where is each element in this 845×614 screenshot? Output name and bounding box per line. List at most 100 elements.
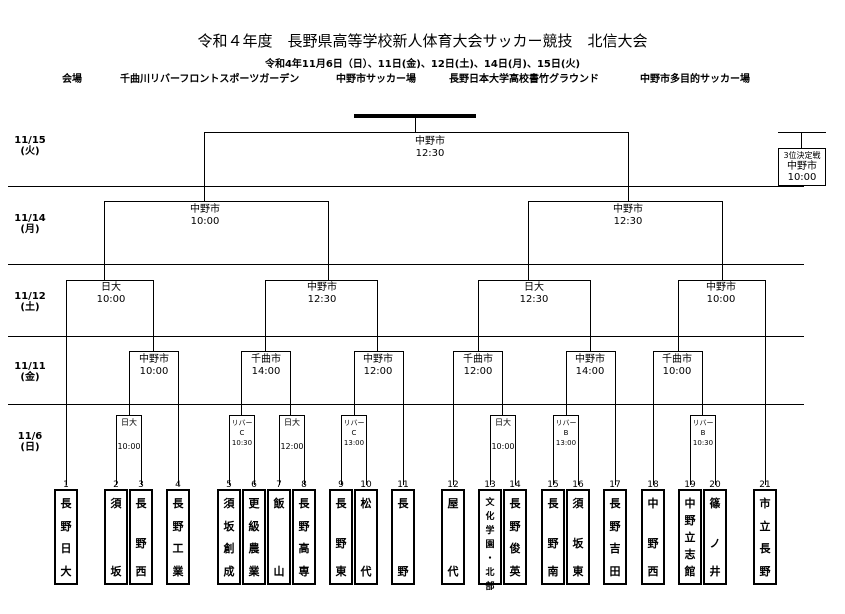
team-box: 松代 <box>354 489 378 585</box>
seed-number: 2 <box>113 480 119 490</box>
bracket-line <box>478 280 591 281</box>
bracket-line <box>290 351 291 416</box>
seed-number: 11 <box>397 480 409 490</box>
event-dates: 令和4年11月6日（日）、11日(金)、12日(土)、14日(月)、15日(火) <box>264 59 581 70</box>
bracket-line <box>715 415 716 485</box>
bracket-line <box>778 132 826 133</box>
bracket-line <box>141 415 142 485</box>
team-box: 長野日大 <box>54 489 78 585</box>
seed-number: 4 <box>175 480 181 490</box>
seed-number: 14 <box>509 480 521 490</box>
round-label-round2: 11/11(金) <box>14 361 46 383</box>
seed-number: 9 <box>338 480 344 490</box>
team-box: 飯山 <box>267 489 291 585</box>
row-divider <box>8 186 804 187</box>
team-box: 長野東 <box>329 489 353 585</box>
bracket-line <box>453 351 503 352</box>
team-box: 須坂創成 <box>217 489 241 585</box>
venue-3: 長野日本大学高校書竹グラウンド <box>449 74 599 85</box>
bracket-line <box>653 351 654 485</box>
bracket-line <box>304 415 305 485</box>
bracket-line <box>116 415 142 416</box>
bracket-line <box>377 280 378 352</box>
bracket-line <box>116 415 117 485</box>
bracket-line <box>229 415 255 416</box>
bracket-line <box>241 351 242 416</box>
team-box: 須坂 <box>104 489 128 585</box>
team-box: 長野西 <box>129 489 153 585</box>
bracket-line <box>566 351 616 352</box>
team-box: 中野立志館 <box>678 489 702 585</box>
seed-number: 15 <box>547 480 559 490</box>
bracket-line <box>678 280 679 352</box>
bracket-line <box>590 280 591 352</box>
team-box: 屋代 <box>441 489 465 585</box>
seed-number: 16 <box>572 480 584 490</box>
bracket-line <box>403 351 404 485</box>
bracket-line <box>229 415 230 485</box>
bracket-line <box>702 351 703 416</box>
bracket-line <box>66 280 67 485</box>
team-box: 篠ノ井 <box>703 489 727 585</box>
bracket-line <box>578 415 579 485</box>
third-place-match: 3位決定戦 中野市 10:00 <box>778 148 826 186</box>
seed-number: 7 <box>276 480 282 490</box>
bracket-line <box>490 415 516 416</box>
seed-number: 21 <box>759 480 771 490</box>
bracket-line <box>341 415 342 485</box>
team-box: 長野高専 <box>292 489 316 585</box>
bracket-line <box>765 280 766 485</box>
bracket-line <box>478 280 479 352</box>
bracket-line <box>178 351 179 485</box>
team-box: 更級農業 <box>242 489 266 585</box>
seed-number: 19 <box>684 480 696 490</box>
team-box: 長野吉田 <box>603 489 627 585</box>
seed-number: 1 <box>63 480 69 490</box>
bracket-line <box>354 351 404 352</box>
bracket-line <box>265 280 266 352</box>
bracket-line <box>690 415 691 485</box>
champion-line <box>354 114 476 118</box>
bracket-line <box>265 280 378 281</box>
team-box: 市立長野 <box>753 489 777 585</box>
row-divider <box>8 404 804 405</box>
seed-number: 18 <box>647 480 659 490</box>
round-label-quarterfinal: 11/12(土) <box>14 291 46 313</box>
team-box: 長野工業 <box>166 489 190 585</box>
bracket-line <box>553 415 554 485</box>
bracket-line <box>678 280 766 281</box>
bracket-line <box>502 351 503 416</box>
bracket-line <box>204 132 629 133</box>
seed-number: 5 <box>226 480 232 490</box>
venue-1: 千曲川リバーフロントスポーツガーデン <box>120 74 300 85</box>
round-label-final: 11/15(火) <box>14 135 46 157</box>
team-box: 長野南 <box>541 489 565 585</box>
seed-number: 10 <box>360 480 372 490</box>
bracket-line <box>653 351 703 352</box>
bracket-line <box>66 280 154 281</box>
bracket-line <box>328 201 329 281</box>
venue-2: 中野市サッカー場 <box>336 74 416 85</box>
bracket-line <box>104 201 105 281</box>
team-box: 中野西 <box>641 489 665 585</box>
seed-number: 13 <box>484 480 496 490</box>
bracket-line <box>104 201 329 202</box>
seed-number: 12 <box>447 480 459 490</box>
bracket-line <box>528 201 529 281</box>
bracket-line <box>241 351 291 352</box>
bracket-line <box>690 415 716 416</box>
page-title: 令和４年度 長野県高等学校新人体育大会サッカー競技 北信大会 <box>197 32 648 50</box>
row-divider <box>8 336 804 337</box>
